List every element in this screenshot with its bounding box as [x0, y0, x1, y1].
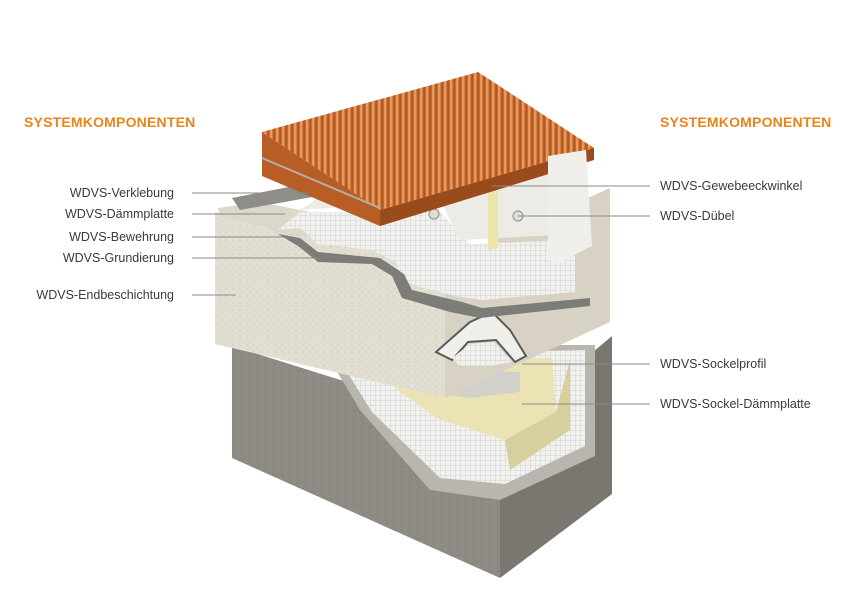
label-endbeschichtung: WDVS-Endbeschichtung	[36, 288, 174, 302]
label-bewehrung: WDVS-Bewehrung	[69, 230, 174, 244]
socle-insulation-shade	[505, 360, 570, 470]
grundierung-grey-band	[278, 234, 590, 318]
reinforcement-mesh-strip	[278, 212, 575, 300]
corner-insulation-right	[548, 150, 592, 262]
label-verklebung: WDVS-Verklebung	[69, 186, 174, 200]
label-grundierung: WDVS-Grundierung	[62, 251, 174, 265]
brick-wall-front	[262, 132, 380, 226]
label-daemmplatte: WDVS-Dämmplatte	[64, 207, 174, 221]
render-socle-cutout-mesh	[452, 342, 512, 366]
label-duebel: WDVS-Dübel	[660, 209, 735, 223]
label-gewebeeckwinkel: WDVS-Gewebeeckwinkel	[660, 179, 803, 193]
heading-left: SYSTEMKOMPONENTEN	[24, 114, 196, 130]
brick-wall-side	[380, 148, 594, 226]
mesh-corner-angle	[488, 176, 498, 250]
heading-right: SYSTEMKOMPONENTEN	[660, 114, 832, 130]
label-sockelprofil: WDVS-Sockelprofil	[660, 357, 767, 371]
insulation-dowel-front	[428, 208, 440, 220]
concrete-socle-front	[232, 346, 500, 578]
label-sockel-daemmplatte: WDVS-Sockel-Dämmplatte	[660, 397, 811, 411]
leader-lines	[192, 185, 650, 405]
brick-wall-top	[262, 72, 594, 210]
brick-mortar-line	[261, 157, 381, 209]
